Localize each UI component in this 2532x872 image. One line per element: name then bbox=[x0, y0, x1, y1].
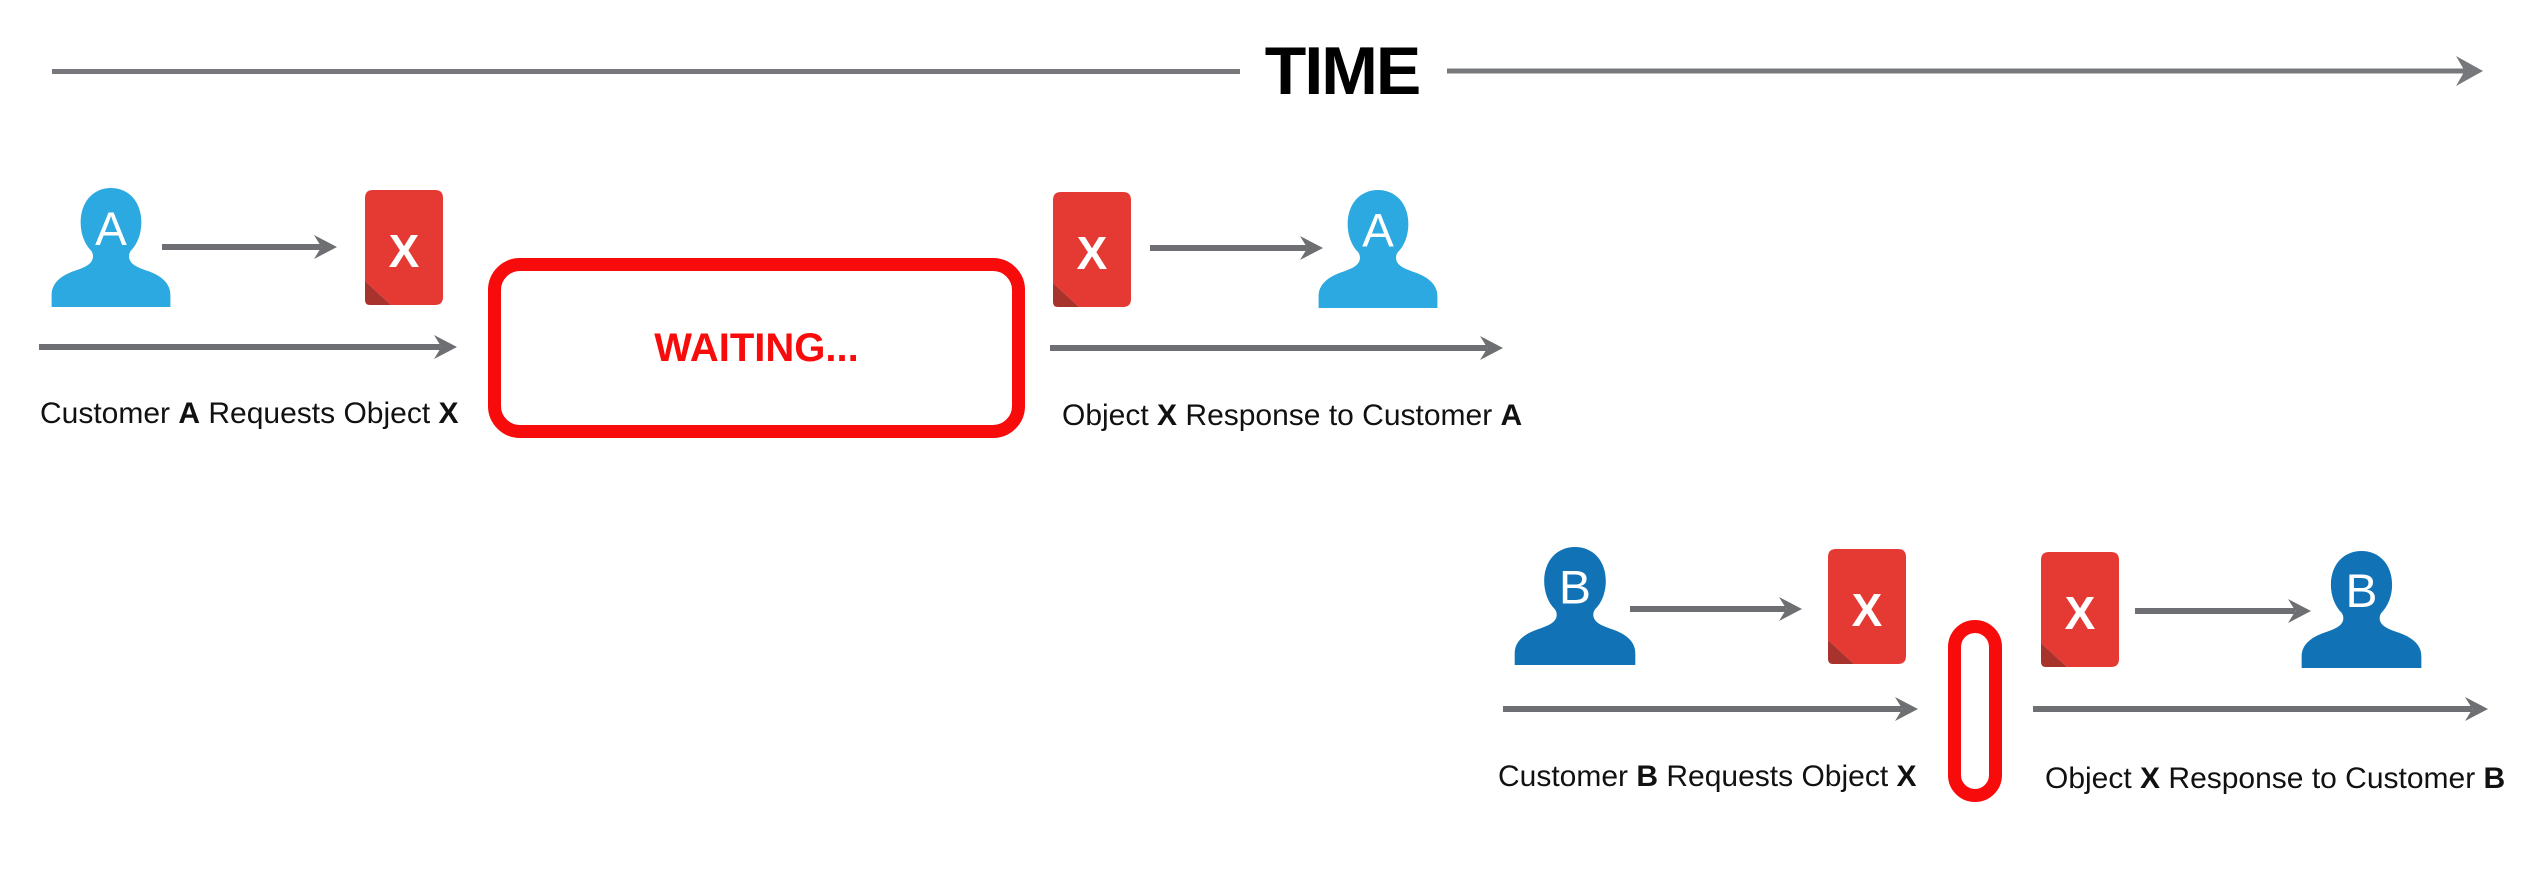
label-bold-letter: A bbox=[1500, 399, 1523, 432]
arrow-shaft bbox=[39, 344, 441, 350]
label-text: Response to Customer bbox=[2160, 762, 2484, 795]
label-bold-letter: X bbox=[438, 397, 459, 430]
customer-b-icon: B bbox=[1508, 547, 1642, 665]
a-request-timeline-arrow bbox=[39, 334, 457, 360]
b-request-to-object-arrow bbox=[1630, 596, 1802, 622]
label-object-x-response-b: Object X Response to Customer B bbox=[2045, 761, 2505, 797]
a-response-timeline-arrow bbox=[1050, 335, 1503, 361]
customer-b-receiving-icon: B bbox=[2295, 551, 2428, 668]
person-silhouette-icon: B bbox=[1514, 547, 1636, 665]
label-text: Object bbox=[2045, 762, 2141, 795]
arrow-shaft bbox=[1050, 345, 1487, 351]
label-customer-b-request: Customer B Requests Object X bbox=[1498, 759, 1917, 795]
label-text: Customer bbox=[1498, 760, 1637, 793]
object-to-a-response-arrow bbox=[1150, 235, 1323, 261]
document-icon: X bbox=[2041, 552, 2119, 667]
customer-b-letter: B bbox=[2346, 565, 2378, 617]
label-text: Response to Customer bbox=[1177, 399, 1501, 432]
object-x-letter: X bbox=[1077, 227, 1108, 279]
person-silhouette-icon: A bbox=[51, 188, 171, 307]
arrow-shaft bbox=[1150, 245, 1307, 251]
b-response-timeline-arrow bbox=[2033, 696, 2488, 722]
arrow-shaft bbox=[1503, 706, 1902, 712]
waiting-box: WAITING... bbox=[488, 258, 1025, 438]
arrow-shaft bbox=[2033, 706, 2472, 712]
object-x-request-a-icon: X bbox=[365, 190, 443, 305]
arrow-shaft bbox=[1447, 68, 2465, 74]
object-to-b-response-arrow bbox=[2135, 598, 2311, 624]
customer-b-letter: B bbox=[1559, 562, 1591, 614]
document-icon: X bbox=[1053, 192, 1131, 307]
customer-a-receiving-icon: A bbox=[1312, 190, 1444, 308]
arrow-shaft bbox=[2135, 608, 2295, 614]
object-x-letter: X bbox=[2065, 587, 2096, 639]
arrow-shaft bbox=[1630, 606, 1786, 612]
object-x-response-b-icon: X bbox=[2041, 552, 2119, 667]
label-object-x-response-a: Object X Response to Customer A bbox=[1062, 398, 1522, 434]
label-text: Customer bbox=[40, 397, 179, 430]
a-request-to-object-arrow bbox=[162, 234, 337, 260]
waiting-label: WAITING... bbox=[654, 325, 859, 370]
label-customer-a-request: Customer A Requests Object X bbox=[40, 396, 459, 432]
arrow-shaft bbox=[162, 244, 321, 250]
label-bold-letter: B bbox=[1636, 760, 1659, 793]
label-bold-letter: A bbox=[178, 397, 201, 430]
customer-a-letter: A bbox=[1362, 205, 1394, 258]
b-request-timeline-arrow bbox=[1503, 696, 1918, 722]
label-bold-letter: X bbox=[1896, 760, 1917, 793]
object-x-response-a-icon: X bbox=[1053, 192, 1131, 307]
label-text: Object bbox=[1062, 399, 1158, 432]
label-bold-letter: X bbox=[2140, 762, 2161, 795]
label-bold-letter: B bbox=[2483, 762, 2506, 795]
document-icon: X bbox=[1828, 549, 1906, 664]
label-text: Requests Object bbox=[200, 397, 439, 430]
object-x-request-b-icon: X bbox=[1828, 549, 1906, 664]
time-axis-title: TIME bbox=[1264, 33, 1421, 109]
person-silhouette-icon: A bbox=[1318, 190, 1438, 308]
short-wait-box bbox=[1948, 620, 2002, 802]
time-axis-arrow bbox=[1447, 56, 2483, 86]
customer-a-icon: A bbox=[45, 188, 177, 307]
label-bold-letter: X bbox=[1157, 399, 1178, 432]
person-silhouette-icon: B bbox=[2301, 551, 2422, 668]
object-x-letter: X bbox=[389, 225, 420, 277]
label-text: Requests Object bbox=[1658, 760, 1897, 793]
object-x-letter: X bbox=[1852, 584, 1883, 636]
time-axis-line-left bbox=[52, 69, 1240, 74]
customer-a-letter: A bbox=[95, 203, 127, 256]
document-icon: X bbox=[365, 190, 443, 305]
